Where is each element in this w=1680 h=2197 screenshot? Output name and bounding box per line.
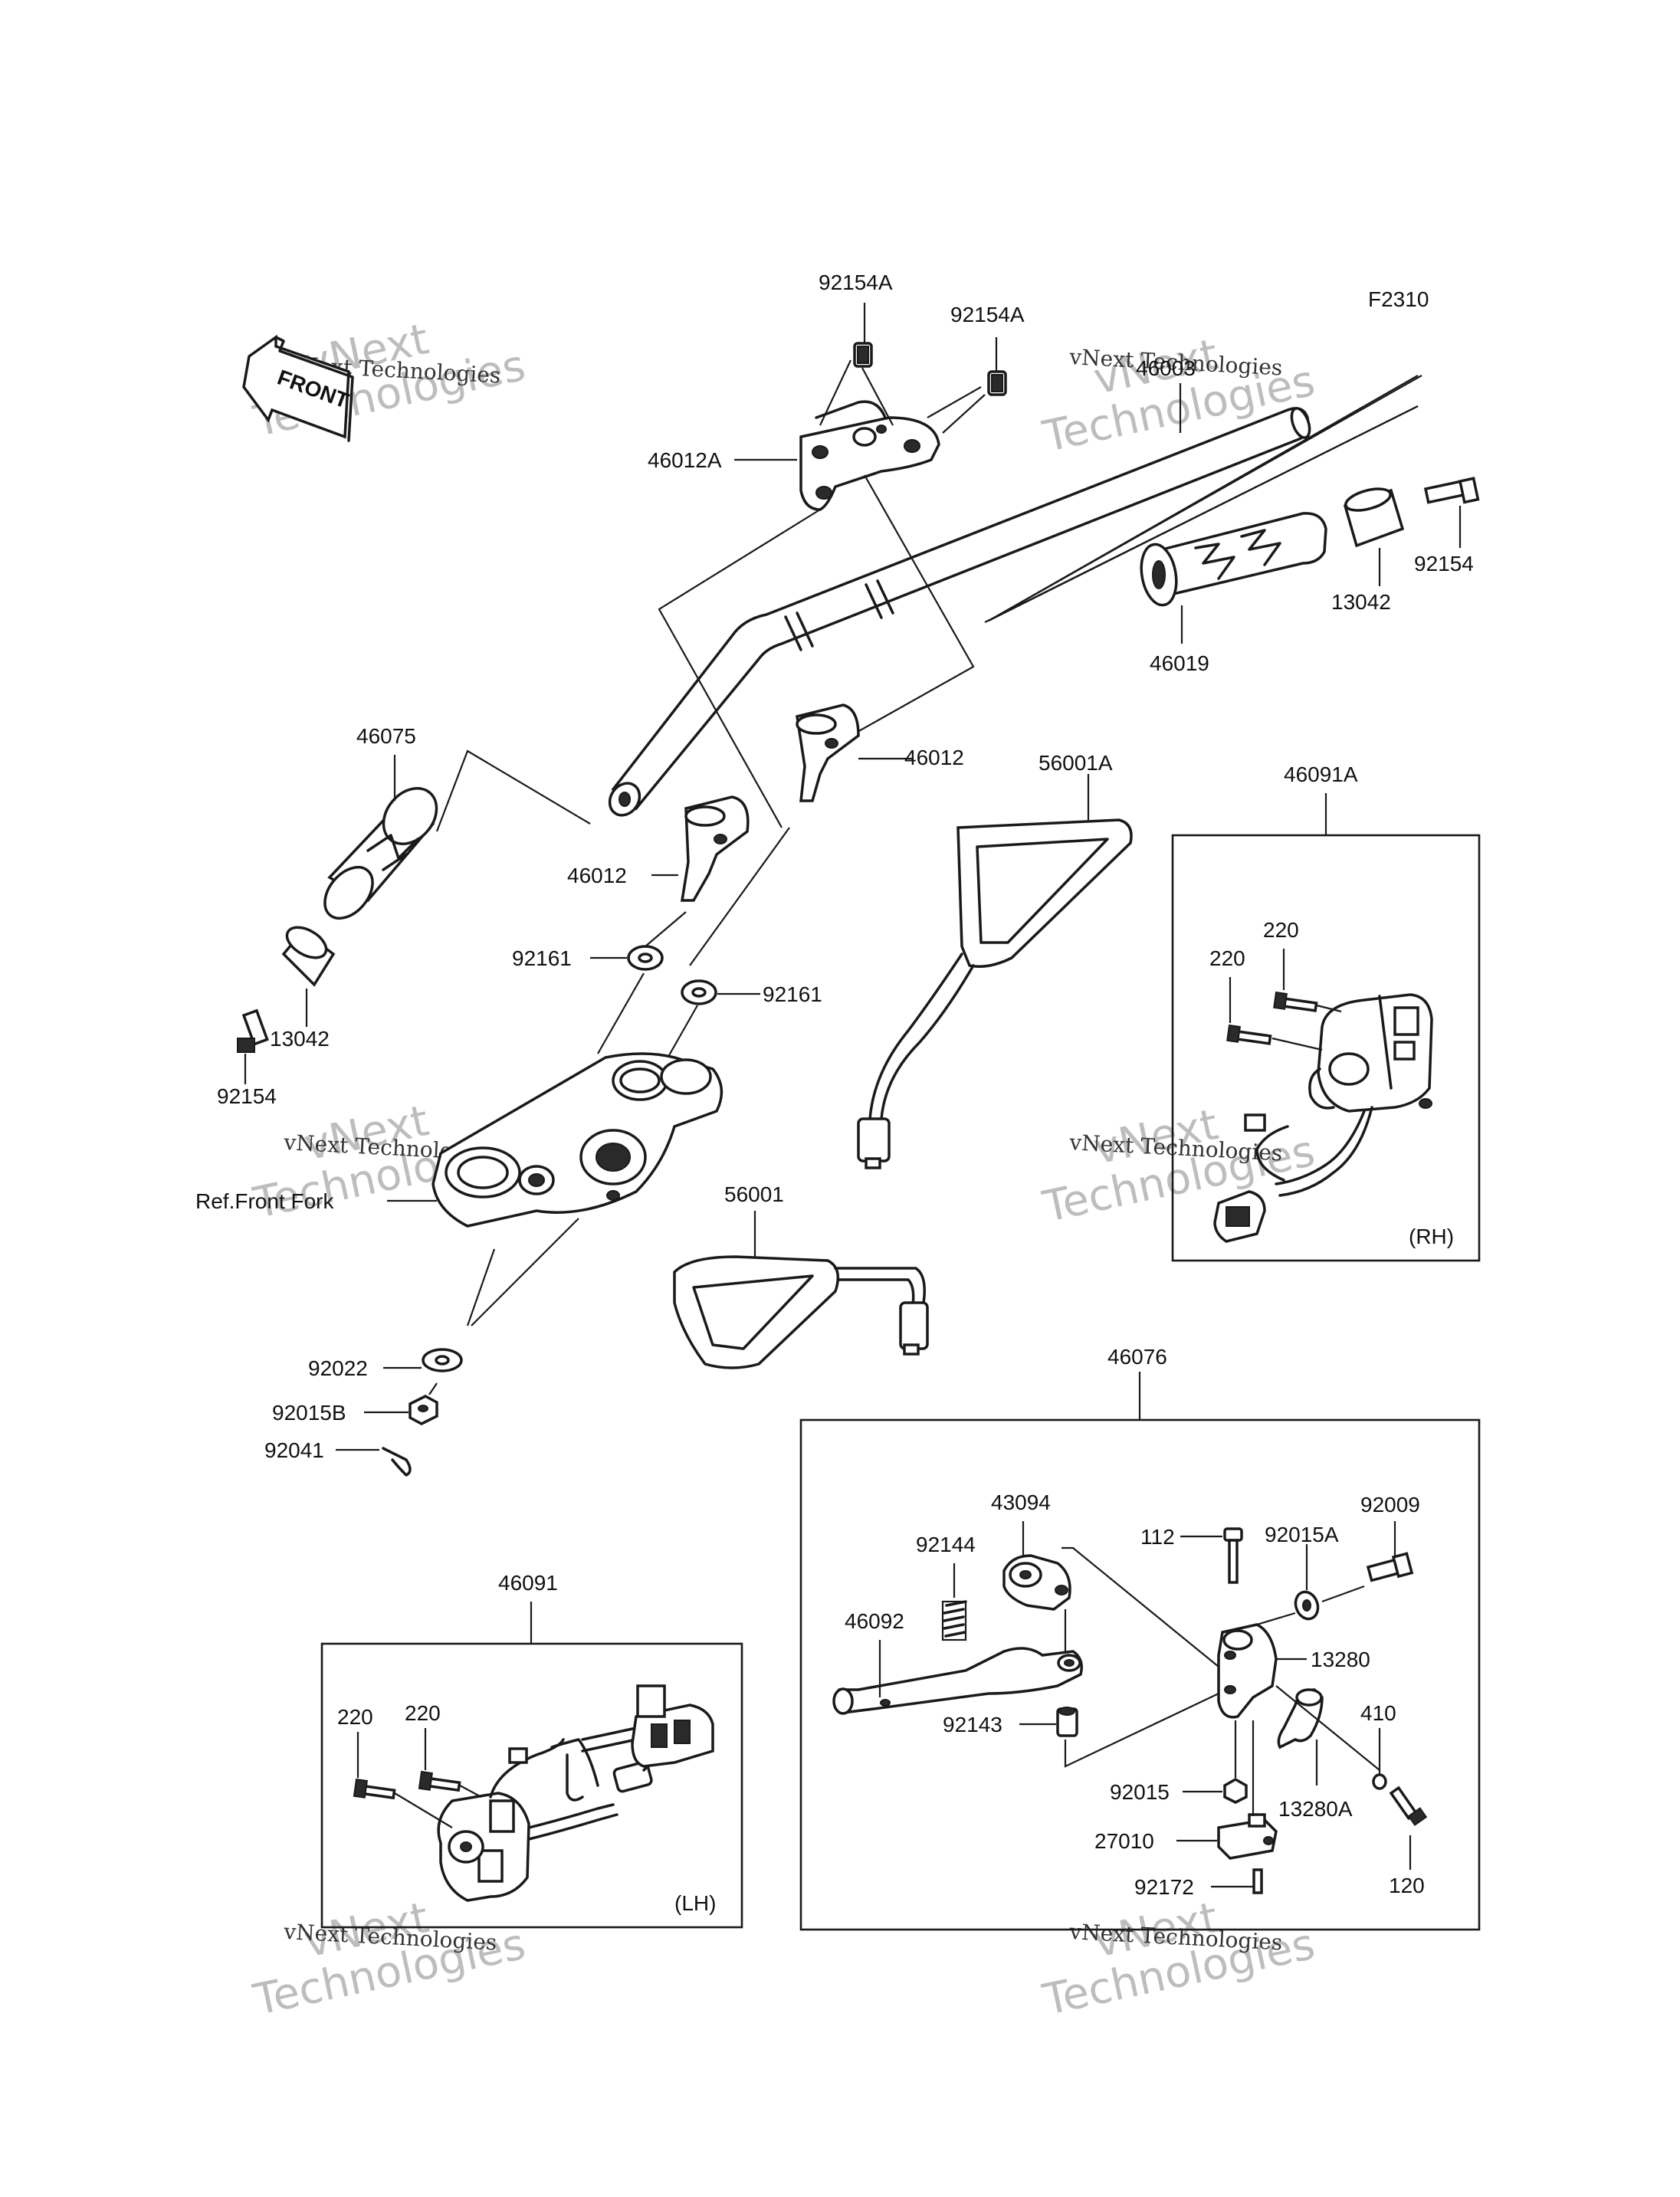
label-92041: 92041 <box>264 1438 324 1462</box>
bolt-92154A-left <box>853 342 873 368</box>
right-grip-46019 <box>1140 512 1327 607</box>
label-46012A: 46012A <box>648 448 722 472</box>
label-92015B: 92015B <box>272 1401 346 1425</box>
label-13280: 13280 <box>1311 1648 1370 1671</box>
bar-end-weight-13042-left <box>281 926 336 987</box>
label-13042: 13042 <box>270 1027 330 1051</box>
label-46075: 46075 <box>356 724 416 748</box>
label-92154: 92154 <box>217 1084 277 1108</box>
label-13042: 13042 <box>1331 590 1391 614</box>
mirror-56001 <box>673 1255 929 1369</box>
spring-92144 <box>941 1600 967 1641</box>
bar-end-weight-13042-right <box>1343 487 1405 548</box>
screw-220-left <box>353 1778 396 1800</box>
label-220: 220 <box>1209 946 1245 970</box>
label-120: 120 <box>1389 1874 1425 1897</box>
bolt-112 <box>1223 1527 1243 1584</box>
label-410: 410 <box>1360 1701 1396 1725</box>
label-92154A: 92154A <box>819 271 893 294</box>
clutch-switch-27010 <box>1217 1813 1278 1860</box>
label-13280A: 13280A <box>1278 1797 1353 1821</box>
washer-92161-left <box>627 945 664 971</box>
label-220: 220 <box>337 1705 373 1729</box>
label-ref-front-fork: Ref.Front Fork <box>195 1189 334 1213</box>
holder-clamp-13280A <box>1277 1688 1324 1749</box>
bolt-92154-left <box>237 1008 269 1053</box>
screw-92172 <box>1252 1868 1263 1894</box>
label-46003: 46003 <box>1136 356 1196 380</box>
label-92009: 92009 <box>1360 1493 1420 1517</box>
label-92022: 92022 <box>308 1356 368 1380</box>
label-112: 112 <box>1140 1525 1175 1549</box>
lever-holder-13280 <box>1217 1623 1278 1719</box>
label-92015A: 92015A <box>1265 1523 1339 1546</box>
figure-code: F2310 <box>1368 287 1429 311</box>
label-46091: 46091 <box>498 1571 558 1595</box>
washer-92161-right <box>681 979 717 1005</box>
collar-92143 <box>1056 1707 1078 1737</box>
washer-92015A <box>1294 1590 1320 1621</box>
screw-220-upper <box>1273 991 1318 1012</box>
label-92161: 92161 <box>512 946 572 970</box>
cotter-pin-92041 <box>382 1447 412 1477</box>
label-92172: 92172 <box>1134 1875 1194 1899</box>
washer-92022 <box>422 1348 463 1372</box>
upper-clamp-46012A <box>799 400 940 511</box>
handlebar-46003 <box>608 407 1311 817</box>
label-27010: 27010 <box>1094 1829 1154 1853</box>
label-92154: 92154 <box>1414 552 1474 575</box>
washer-410 <box>1372 1773 1387 1790</box>
label-220: 220 <box>1263 918 1299 942</box>
label-56001: 56001 <box>724 1182 784 1206</box>
label-43094: 43094 <box>991 1490 1051 1514</box>
label-46092: 46092 <box>845 1609 904 1633</box>
label-46076: 46076 <box>1107 1345 1167 1369</box>
pivot-43094 <box>1002 1554 1071 1611</box>
label-92143: 92143 <box>943 1713 1002 1736</box>
left-grip-46075 <box>323 787 438 920</box>
clutch-lever-46092 <box>832 1647 1083 1715</box>
bolt-92154-right <box>1423 477 1480 504</box>
front-arrow-icon: FRONT <box>242 334 354 442</box>
label-92144: 92144 <box>916 1533 976 1556</box>
label-56001A: 56001A <box>1039 751 1113 775</box>
right-switch-housing-46091A <box>1213 993 1433 1243</box>
label-92015: 92015 <box>1110 1780 1170 1804</box>
nut-92015B <box>409 1395 438 1425</box>
label-220: 220 <box>405 1701 441 1725</box>
label-46019: 46019 <box>1150 651 1209 675</box>
screw-220-lower <box>1226 1024 1272 1045</box>
label-92161: 92161 <box>763 982 822 1006</box>
left-switch-housing-46091 <box>437 1684 714 1902</box>
label-92154A: 92154A <box>950 303 1025 326</box>
screw-120 <box>1389 1785 1428 1826</box>
bolt-92154A-right <box>987 370 1007 396</box>
nut-92015 <box>1223 1777 1248 1804</box>
screw-220-right <box>418 1770 461 1792</box>
mirror-56001A <box>857 818 1133 1169</box>
label-46012: 46012 <box>567 864 627 887</box>
label-46012: 46012 <box>904 746 964 769</box>
label-46091A: 46091A <box>1284 762 1358 786</box>
lh-switch-box <box>320 1642 743 1929</box>
bolt-92009 <box>1366 1552 1414 1582</box>
label-lh: (LH) <box>674 1891 716 1915</box>
part-labels: 92154A 92154A 46003 46012A 92154 13042 4… <box>195 271 1474 1915</box>
lower-clamp-46012-left <box>680 795 750 902</box>
upper-triple-clamp <box>431 1052 724 1228</box>
lower-clamp-46012-right <box>796 703 860 802</box>
label-rh: (RH) <box>1409 1225 1454 1248</box>
